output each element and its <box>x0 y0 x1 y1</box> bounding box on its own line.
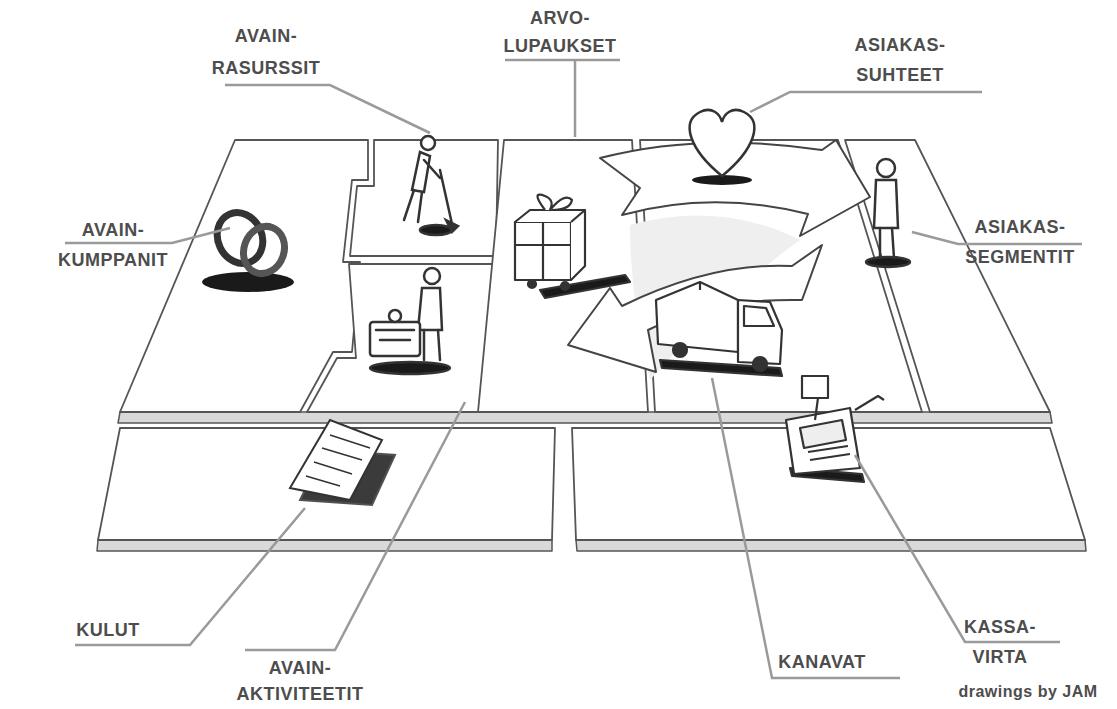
document-icon <box>290 420 395 505</box>
register-icon <box>786 376 884 482</box>
canvas-blocks <box>98 140 1085 540</box>
leader-lines <box>65 60 1082 678</box>
customer-icon <box>866 159 910 267</box>
callout-label: ASIAKAS- SEGMENTIT <box>965 212 1075 272</box>
callout-label: KANAVAT <box>778 650 866 674</box>
callout-label: AVAIN- RASURSSIT <box>212 20 321 84</box>
worker-icon <box>370 268 450 374</box>
slab-sides <box>97 412 1086 551</box>
gift-icon <box>515 195 630 298</box>
callout-label: AVAIN- KUMPPANIT <box>58 215 168 275</box>
truck-icon <box>656 282 782 376</box>
digger-icon <box>404 136 458 235</box>
callout-label: drawings by JAM <box>958 682 1097 702</box>
callout-label: KASSA- VIRTA <box>964 612 1036 672</box>
callout-label: ASIAKAS- SUHTEET <box>854 30 945 90</box>
rings-icon <box>202 205 294 292</box>
callout-label: AVAIN- AKTIVITEETIT <box>237 655 364 707</box>
heart-icon <box>690 110 755 185</box>
callout-label: ARVO- LUPAUKSET <box>503 4 616 60</box>
callout-label: KULUT <box>76 618 140 642</box>
